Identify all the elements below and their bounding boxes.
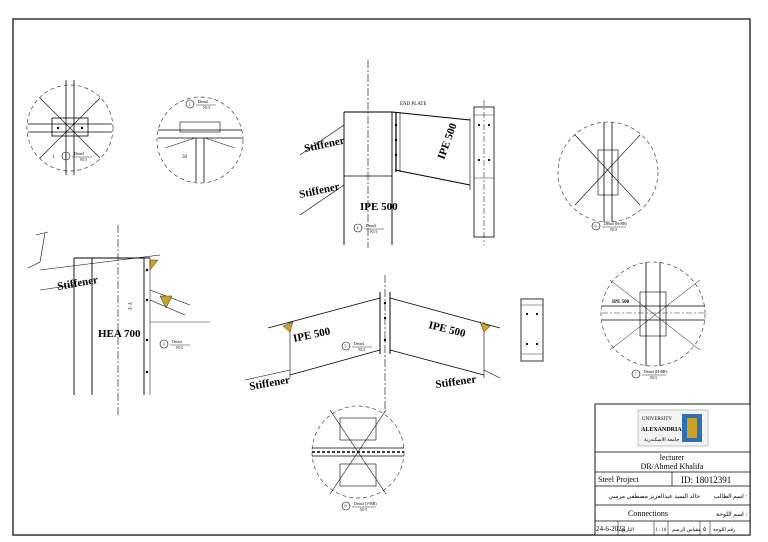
student-name: خالد السيد عبدالعزيز مصطفي مرسي — [609, 493, 701, 500]
detail-1-caption: 1 Detail N13 — [61, 151, 92, 162]
svg-text:Detail (H-BR): Detail (H-BR) — [604, 221, 628, 226]
svg-text:Detail: Detail — [172, 339, 183, 344]
svg-text:1: 1 — [65, 154, 67, 159]
rafter-5-right: IPE 500 — [427, 319, 467, 340]
svg-text:N13: N13 — [203, 105, 210, 110]
rafter-5-left: IPE 500 — [292, 325, 332, 345]
stiffener-3: Stiffener — [56, 274, 99, 293]
student-id: ID: 18012391 — [681, 475, 731, 485]
svg-text:Detail (V-BR): Detail (V-BR) — [354, 501, 377, 506]
column-3-label: HEA 700 — [98, 328, 141, 340]
lecturer-name: DR/Ahmed Khalifa — [641, 462, 704, 471]
detail-5-caption: 5 Detail N13 — [341, 341, 372, 352]
detail-2: 50 — [156, 96, 244, 184]
detail-8 — [311, 405, 405, 499]
detail-4: END PLATE IPE 500 IPE 500 Stiffener Stif… — [298, 60, 471, 248]
title-block: UNIVERSITY ALEXANDRIA جامعة الاسكندرية l… — [594, 403, 751, 536]
detail-3-caption: 3 Detail N13 — [159, 339, 190, 350]
detail-6-caption: 6 Detail (H-BR) N13 — [591, 221, 628, 232]
detail-2-caption: 2 Detail N13 — [185, 99, 216, 110]
date-label: التاريخ — [621, 527, 634, 533]
detail-4-caption: 4 Detail N13 — [353, 223, 384, 234]
svg-text:N13: N13 — [176, 345, 183, 350]
student-label: اسم الطالب : — [714, 493, 748, 500]
svg-text:Detail (H-BR): Detail (H-BR) — [644, 369, 668, 374]
lecturer-label: lecturer — [660, 453, 685, 462]
drawing-scale: 1 : 10 — [655, 528, 667, 533]
svg-text:Detail: Detail — [198, 99, 209, 104]
svg-text:4: 4 — [357, 226, 359, 231]
endplate-elevation — [473, 100, 495, 245]
column-4-label: IPE 500 — [360, 201, 398, 213]
svg-text:7: 7 — [635, 372, 637, 377]
endplate-label: END PLATE — [400, 102, 427, 107]
svg-text:N13: N13 — [370, 229, 377, 234]
sheet-border — [12, 18, 751, 536]
svg-text:Y·T: Y·T — [126, 302, 131, 310]
detail-7: IPE 500 — [600, 261, 706, 367]
detail-7-caption: 7 Detail (H-BR) N13 — [631, 369, 668, 380]
drawing-subject: Connections — [628, 509, 668, 518]
stiffener-4b: Stiffener — [298, 181, 341, 201]
stiffener-5a: Stiffener — [248, 374, 291, 393]
svg-text:UNIVERSITY: UNIVERSITY — [642, 417, 672, 422]
drawing-label: اسم اللوحة : — [716, 511, 747, 518]
rafter-4-label: IPE 500 — [436, 121, 460, 161]
svg-text:N13: N13 — [650, 375, 657, 380]
svg-text:Detail: Detail — [354, 341, 365, 346]
svg-text:Detail: Detail — [74, 151, 85, 156]
svg-text:N13: N13 — [610, 227, 617, 232]
svg-text:5: 5 — [345, 344, 347, 349]
svg-text:ALEXANDRIA: ALEXANDRIA — [641, 427, 682, 433]
svg-text:N13: N13 — [80, 157, 87, 162]
detail-7-ipe: IPE 500 — [612, 300, 630, 305]
svg-text:جامعة الاسكندرية: جامعة الاسكندرية — [644, 437, 679, 443]
svg-text:N13: N13 — [358, 347, 365, 352]
university-logo: UNIVERSITY ALEXANDRIA جامعة الاسكندرية — [637, 409, 709, 447]
svg-text:N13: N13 — [360, 507, 367, 512]
apex-endplate-elevation — [520, 298, 544, 362]
stiffener-5b: Stiffener — [435, 373, 477, 391]
svg-text:8: 8 — [345, 504, 347, 509]
detail-1-number: 1 — [52, 155, 55, 160]
detail-6 — [557, 121, 659, 223]
detail-5: IPE 500 IPE 500 Stiffener Stiffener — [244, 275, 501, 412]
detail-3: Y·T HEA 700 Stiffener — [27, 225, 210, 415]
svg-text:3: 3 — [163, 342, 165, 347]
detail-8-caption: 8 Detail (V-BR) N13 — [341, 501, 377, 512]
svg-text:50: 50 — [182, 155, 188, 160]
scale-label: مقياس الرسم — [672, 527, 701, 533]
svg-text:Detail: Detail — [366, 223, 377, 228]
svg-text:2: 2 — [189, 102, 191, 107]
stiffener-4a: Stiffener — [303, 135, 346, 155]
sheet-label: رقم اللوحة — [713, 527, 736, 533]
drawing-date: 24-6-2023 — [596, 525, 626, 533]
project-name: Steel Project — [598, 475, 639, 484]
detail-1: 1 — [26, 80, 114, 175]
sheet-number: ٥ — [703, 527, 706, 533]
svg-text:6: 6 — [595, 224, 597, 229]
